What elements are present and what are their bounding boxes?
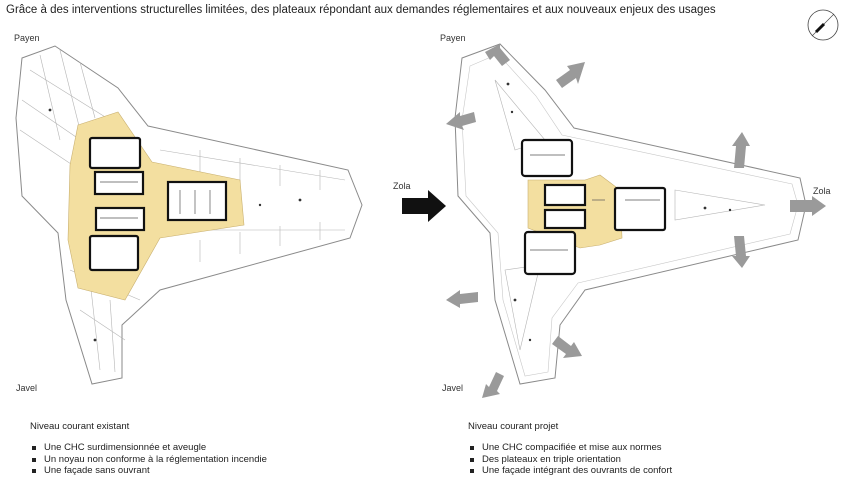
arrow-zola-right <box>790 196 826 216</box>
project-bullets: Une CHC compacifiée et mise aux normes D… <box>468 442 672 477</box>
existing-caption: Niveau courant existant Une CHC surdimen… <box>30 421 267 477</box>
existing-heading: Niveau courant existant <box>30 421 130 432</box>
arrow-northeast <box>556 62 585 88</box>
label-payen-left: Payen <box>14 33 40 43</box>
arrow-javel-down <box>482 372 504 398</box>
project-bullet: Des plateaux en triple orientation <box>468 454 672 466</box>
existing-core-walls <box>88 136 228 272</box>
label-zola-center: Zola <box>393 181 411 191</box>
existing-bullet: Un noyau non conforme à la réglementatio… <box>30 454 267 466</box>
project-column-dots <box>506 82 732 342</box>
label-javel-left: Javel <box>16 383 38 393</box>
project-bullet: Une façade intégrant des ouvrants de con… <box>468 465 672 477</box>
orientation-arrows <box>446 44 826 398</box>
arrow-top-right <box>732 132 750 168</box>
label-zola-right: Zola <box>813 186 831 196</box>
project-heading: Niveau courant projet <box>468 421 559 432</box>
existing-column-dots <box>48 108 302 342</box>
arrow-payen-up <box>485 44 510 66</box>
existing-bullet: Une façade sans ouvrant <box>30 465 267 477</box>
black-arrow-shape <box>402 190 446 222</box>
existing-bullets: Une CHC surdimensionnée et aveugle Un no… <box>30 442 267 477</box>
label-javel-right: Javel <box>442 383 464 393</box>
existing-bullet: Une CHC surdimensionnée et aveugle <box>30 442 267 454</box>
project-bullet: Une CHC compacifiée et mise aux normes <box>468 442 672 454</box>
arrow-southeast <box>552 336 582 358</box>
arrow-northwest <box>446 112 476 130</box>
project-core-walls <box>520 138 667 276</box>
label-payen-right: Payen <box>440 33 466 43</box>
project-caption: Niveau courant projet Une CHC compacifié… <box>468 421 672 477</box>
arrow-bottom-right <box>732 236 750 268</box>
arrow-southwest <box>446 290 478 308</box>
north-compass-icon <box>807 9 839 41</box>
page-title: Grâce à des interventions structurelles … <box>6 4 716 16</box>
